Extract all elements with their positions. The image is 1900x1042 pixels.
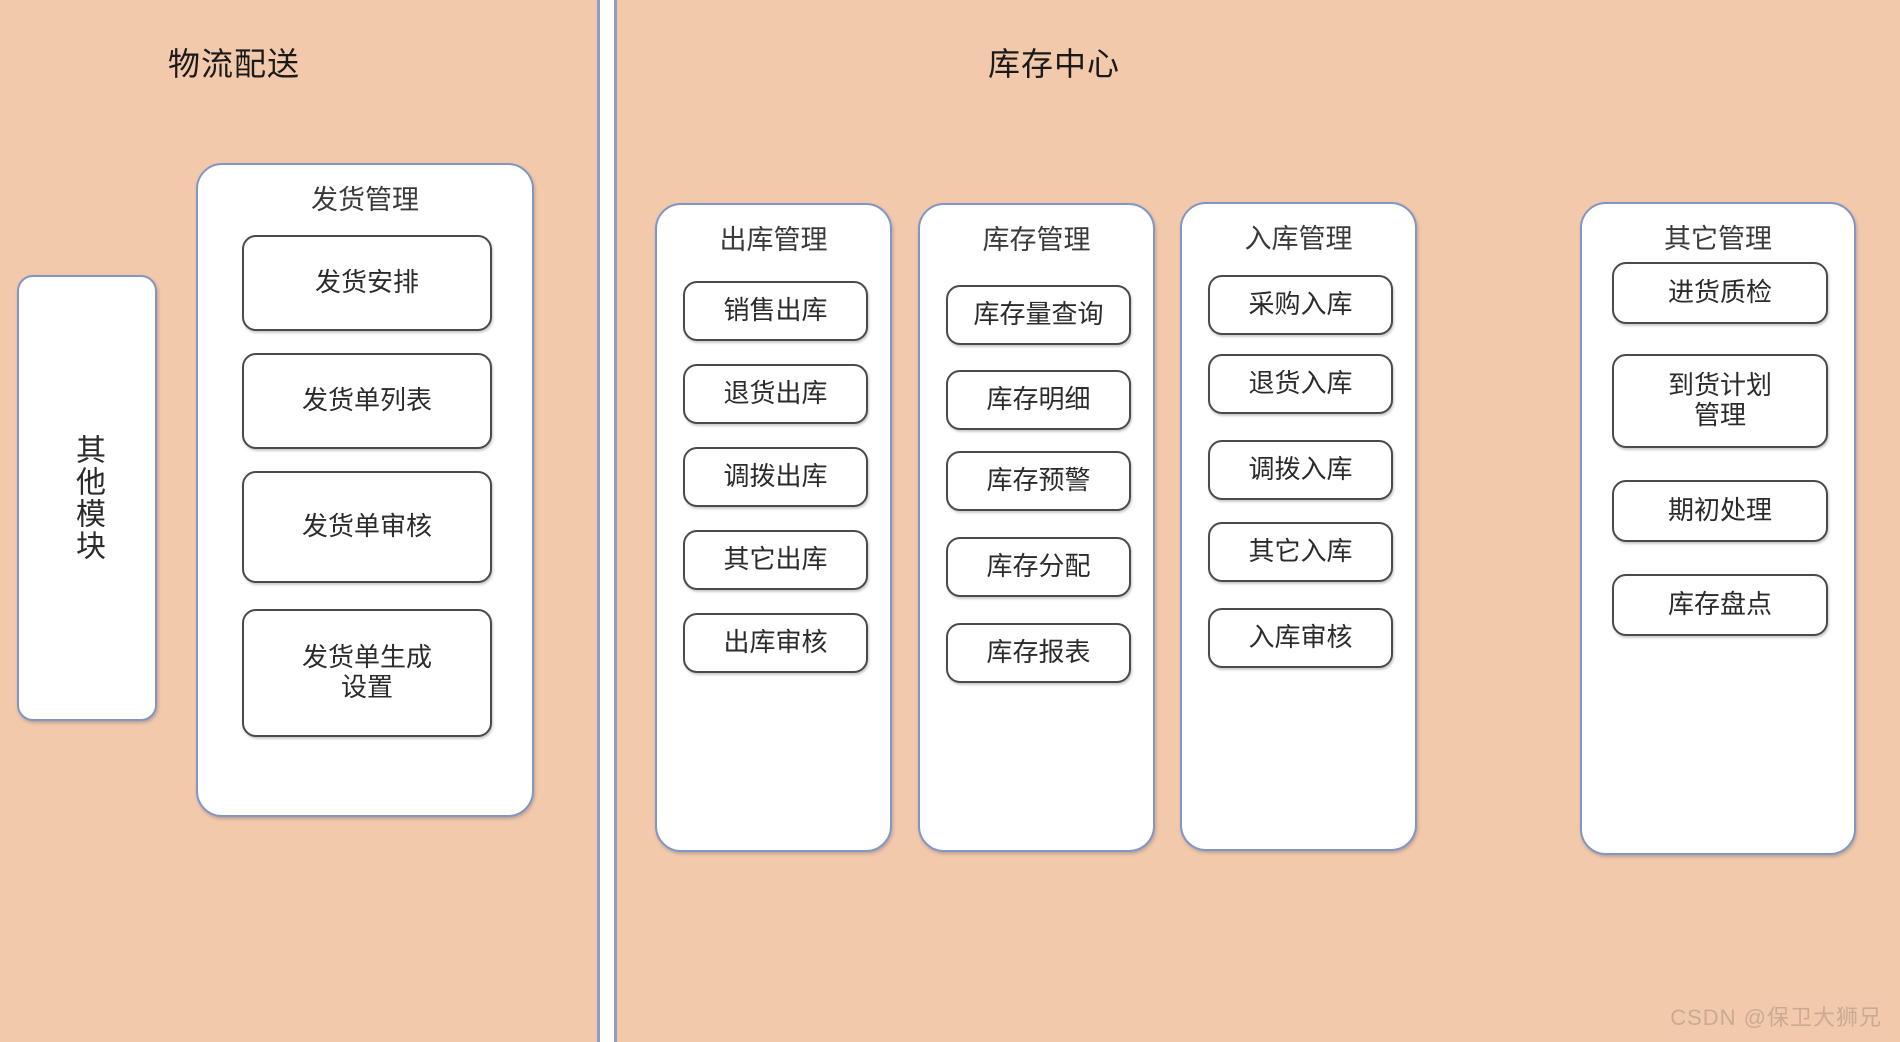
other-management-title: 其它管理	[1664, 224, 1772, 254]
zone-title-logistics: 物流配送	[168, 46, 301, 82]
shipping-item-3[interactable]: 发货单生成设置	[242, 609, 492, 737]
stock-item-4[interactable]: 库存报表	[946, 623, 1131, 683]
stock-item-3[interactable]: 库存分配	[946, 537, 1131, 597]
inbound-item-0[interactable]: 采购入库	[1208, 275, 1393, 335]
other-item-0[interactable]: 进货质检	[1612, 262, 1828, 324]
zone-divider	[597, 0, 617, 1042]
stock-management-title: 库存管理	[982, 225, 1091, 255]
shipping-management-panel[interactable]: 发货管理 发货安排 发货单列表 发货单审核 发货单生成设置	[196, 163, 534, 817]
stock-item-1[interactable]: 库存明细	[946, 370, 1131, 430]
other-modules-box[interactable]: 其他模块	[17, 275, 157, 721]
outbound-item-3[interactable]: 其它出库	[683, 530, 868, 590]
inbound-management-title: 入库管理	[1244, 224, 1353, 254]
zone-title-inventory: 库存中心	[988, 46, 1121, 82]
other-item-3[interactable]: 库存盘点	[1612, 574, 1828, 636]
inbound-item-4[interactable]: 入库审核	[1208, 608, 1393, 668]
outbound-management-title: 出库管理	[719, 225, 828, 255]
shipping-management-title: 发货管理	[311, 185, 419, 215]
stock-management-panel[interactable]: 库存管理 库存量查询 库存明细 库存预警 库存分配 库存报表	[918, 203, 1155, 852]
inbound-item-2[interactable]: 调拨入库	[1208, 440, 1393, 500]
outbound-management-panel[interactable]: 出库管理 销售出库 退货出库 调拨出库 其它出库 出库审核	[655, 203, 892, 852]
shipping-item-0[interactable]: 发货安排	[242, 235, 492, 331]
watermark: CSDN @保卫大狮兄	[1670, 1005, 1882, 1030]
outbound-item-4[interactable]: 出库审核	[683, 613, 868, 673]
outbound-item-2[interactable]: 调拨出库	[683, 447, 868, 507]
inbound-item-1[interactable]: 退货入库	[1208, 354, 1393, 414]
outbound-item-0[interactable]: 销售出库	[683, 281, 868, 341]
shipping-item-1[interactable]: 发货单列表	[242, 353, 492, 449]
shipping-item-2[interactable]: 发货单审核	[242, 471, 492, 583]
stock-item-0[interactable]: 库存量查询	[946, 285, 1131, 345]
other-management-panel[interactable]: 其它管理 进货质检 到货计划管理 期初处理 库存盘点	[1580, 202, 1856, 855]
other-item-2[interactable]: 期初处理	[1612, 480, 1828, 542]
other-modules-label: 其他模块	[71, 434, 104, 562]
inbound-item-3[interactable]: 其它入库	[1208, 522, 1393, 582]
inbound-management-panel[interactable]: 入库管理 采购入库 退货入库 调拨入库 其它入库 入库审核	[1180, 202, 1417, 851]
stock-item-2[interactable]: 库存预警	[946, 451, 1131, 511]
other-item-1[interactable]: 到货计划管理	[1612, 354, 1828, 448]
outbound-item-1[interactable]: 退货出库	[683, 364, 868, 424]
